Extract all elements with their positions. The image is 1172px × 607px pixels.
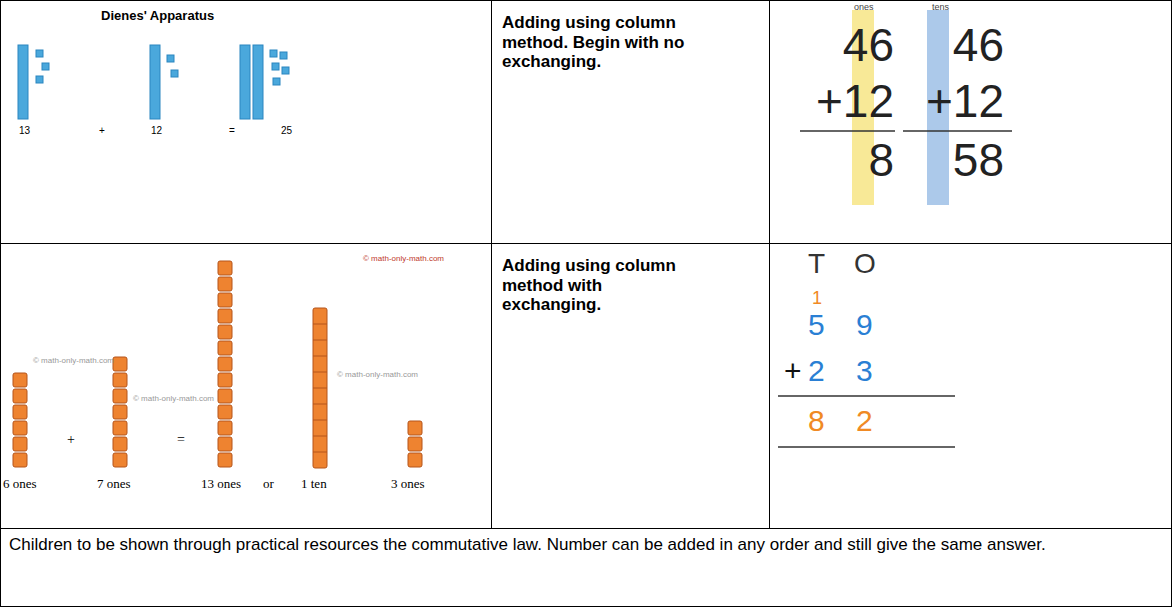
rod-segment [313, 372, 327, 373]
unit-cubes [13, 261, 422, 468]
unit-cube [218, 261, 232, 275]
digit: 3 [856, 354, 873, 389]
rod-segment [313, 452, 327, 453]
unit-cube [218, 453, 232, 467]
label-text: ones [854, 2, 874, 12]
unit-cube [218, 293, 232, 307]
ten-rod [313, 308, 327, 468]
unit-cube [218, 421, 232, 435]
heading: Dienes' Apparatus [101, 9, 214, 24]
example-cell: TO159+2382 [769, 243, 1172, 529]
dienes-blocks [18, 45, 289, 119]
watermark: © math-only-math.com [133, 394, 214, 403]
label-text: or [263, 477, 274, 492]
label-text: 6 ones [3, 477, 37, 492]
unit-cube [218, 405, 232, 419]
label-text: = [177, 432, 185, 448]
unit-cube [218, 325, 232, 339]
unit-cube [13, 373, 27, 387]
rod-segment [313, 436, 327, 437]
unit-cube [408, 421, 422, 435]
digit: 2 [856, 404, 873, 439]
apparatus-cell: Dienes' Apparatus 13 +12 = 25 [0, 0, 492, 244]
unit-cube [218, 389, 232, 403]
digit: 46 [894, 19, 1004, 72]
unit-cube [113, 389, 127, 403]
unit-cube [218, 309, 232, 323]
watermark: © math-only-math.com [363, 254, 444, 263]
label-text: 13 ones [201, 477, 241, 492]
apparatus-cell: © math-only-math.com © math-only-math.com… [0, 243, 492, 529]
note-text: Children to be shown through practical r… [9, 535, 1159, 555]
digit: 9 [856, 308, 873, 343]
unit-cube [113, 437, 127, 451]
operator: + [784, 354, 802, 389]
label-text: 7 ones [97, 477, 131, 492]
rod-segment [313, 420, 327, 421]
unit-cube [218, 357, 232, 371]
note-cell: Children to be shown through practical r… [0, 528, 1172, 607]
label-text: tens [932, 2, 949, 12]
carry-digit: 1 [812, 288, 822, 309]
column-head: O [854, 248, 876, 280]
unit-cube [218, 373, 232, 387]
instruction-text: Adding using column method with exchangi… [502, 256, 702, 315]
unit-cube [113, 373, 127, 387]
digit: +12 [784, 75, 894, 128]
label-text: = [229, 125, 235, 137]
digit: 2 [808, 354, 825, 389]
unit-cube [13, 421, 27, 435]
label-text: + [99, 125, 105, 137]
unit-cube [113, 421, 127, 435]
digit: 46 [784, 19, 894, 72]
unit-cube [13, 437, 27, 451]
unit-cube [408, 437, 422, 451]
unit-cube [13, 405, 27, 419]
label-text: 1 ten [301, 477, 327, 492]
rod-segment [313, 340, 327, 341]
label-text: 25 [281, 125, 292, 137]
digit: 5 [808, 308, 825, 343]
unit-cube [113, 405, 127, 419]
rod-segment [313, 388, 327, 389]
example-cell: onestens46+12846+1258 [769, 0, 1172, 244]
column-head: T [808, 248, 825, 280]
unit-cube [218, 341, 232, 355]
unit-cube [113, 357, 127, 371]
unit-cube [13, 453, 27, 467]
digit: 8 [784, 134, 894, 187]
instruction-cell: Adding using column method with exchangi… [491, 243, 770, 529]
instruction-text: Adding using column method. Begin with n… [502, 13, 702, 72]
rod-segment [313, 324, 327, 325]
rod-segment [313, 356, 327, 357]
digit: 8 [808, 404, 825, 439]
unit-cube [408, 453, 422, 467]
unit-cube [113, 453, 127, 467]
unit-cube [218, 437, 232, 451]
digit: +12 [894, 75, 1004, 128]
sum-lines [778, 131, 1012, 447]
label-text: 13 [19, 125, 30, 137]
label-text: 12 [151, 125, 162, 137]
unit-cube [13, 389, 27, 403]
rod-segment [313, 404, 327, 405]
watermark: © math-only-math.com [337, 370, 418, 379]
unit-cube [218, 277, 232, 291]
label-text: 3 ones [391, 477, 425, 492]
digit: 58 [894, 134, 1004, 187]
instruction-cell: Adding using column method. Begin with n… [491, 0, 770, 244]
watermark: © math-only-math.com [33, 356, 114, 365]
label-text: + [67, 432, 75, 448]
